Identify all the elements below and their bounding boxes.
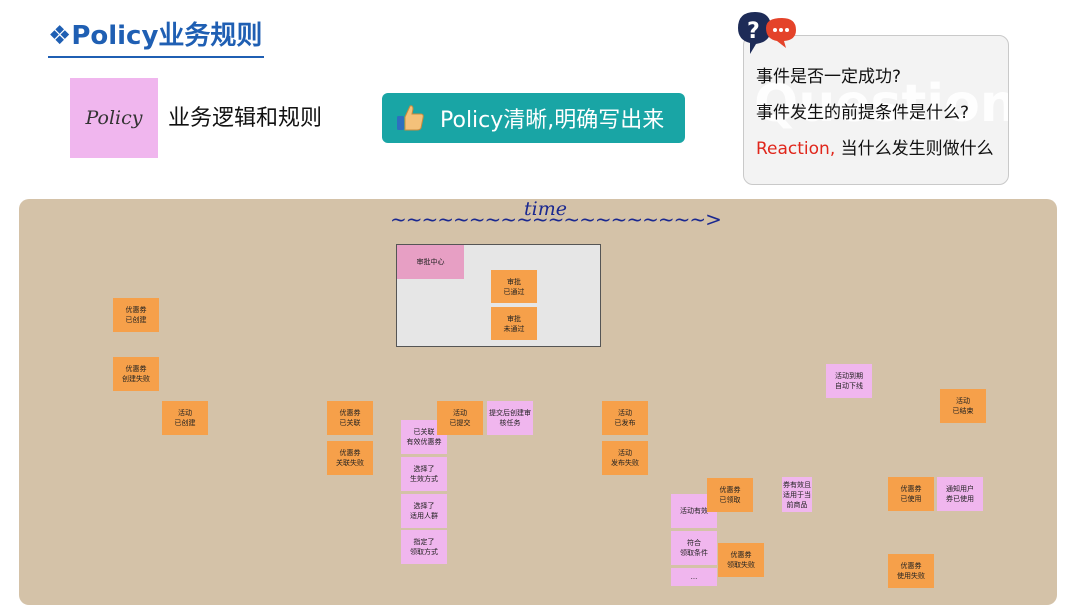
- policy-sticky-note: Policy: [70, 78, 158, 158]
- title-diamond-icon: ❖: [48, 21, 72, 51]
- reaction-line: Reaction, 当什么发生则做什么: [756, 134, 994, 159]
- sticky-note: 活动 已提交: [437, 401, 483, 435]
- sticky-note: 活动到期 自动下线: [826, 364, 872, 398]
- sticky-note: 优惠券 已创建: [113, 298, 159, 332]
- policy-description: 业务逻辑和规则: [168, 106, 323, 131]
- sticky-note: 提交后创建审 核任务: [487, 401, 533, 435]
- sticky-note: 券有效且 适用于当 前商品: [782, 477, 812, 512]
- question-line-1: 事件是否一定成功?: [756, 67, 902, 87]
- question-card: Question 事件是否一定成功? 事件发生的前提条件是什么? Reactio…: [743, 35, 1009, 185]
- sticky-note: 符合 领取条件: [671, 531, 717, 565]
- reaction-text: 当什么发生则做什么: [835, 139, 994, 159]
- sticky-note: 优惠券 已领取: [707, 478, 753, 512]
- tip-banner: Policy清晰,明确写出来: [382, 93, 685, 143]
- tip-text: Policy清晰,明确写出来: [440, 108, 665, 133]
- sticky-note: ...: [671, 568, 717, 586]
- sticky-note: 活动 已结束: [940, 389, 986, 423]
- sticky-note: 活动 已发布: [602, 401, 648, 435]
- sticky-note: 优惠券 关联失败: [327, 441, 373, 475]
- title-text: Policy业务规则: [71, 21, 263, 51]
- policy-note-label: Policy: [85, 107, 143, 129]
- title-underline: [48, 56, 264, 58]
- timeline-arrow: ~~~~~~~~~~~~~~~~~~~~>: [390, 207, 722, 231]
- question-chat-icon: ?: [736, 10, 796, 54]
- sticky-note: 活动 发布失败: [602, 441, 648, 475]
- sticky-note: 活动 已创建: [162, 401, 208, 435]
- svg-text:?: ?: [747, 19, 760, 44]
- sticky-note: 选择了 适用人群: [401, 494, 447, 528]
- sticky-note: 优惠券 已关联: [327, 401, 373, 435]
- sticky-note: 选择了 生效方式: [401, 457, 447, 491]
- sticky-note: 优惠券 使用失败: [888, 554, 934, 588]
- timeline-label: time: [524, 198, 567, 220]
- sticky-note: 优惠券 已使用: [888, 477, 934, 511]
- approval-center-note: 审批中心: [397, 245, 464, 279]
- page-title: ❖Policy业务规则: [48, 18, 262, 54]
- thumbs-up-icon: [392, 100, 428, 136]
- sticky-note: 优惠券 领取失败: [718, 543, 764, 577]
- sticky-note: 审批 未通过: [491, 307, 537, 340]
- question-watermark: Question: [754, 74, 1009, 134]
- question-line-2: 事件发生的前提条件是什么?: [756, 103, 970, 123]
- sticky-note: 优惠券 创建失败: [113, 357, 159, 391]
- reaction-label: Reaction,: [756, 139, 836, 159]
- sticky-note: 通知用户 券已使用: [937, 477, 983, 511]
- sticky-note: 审批 已通过: [491, 270, 537, 303]
- sticky-note: 指定了 领取方式: [401, 530, 447, 564]
